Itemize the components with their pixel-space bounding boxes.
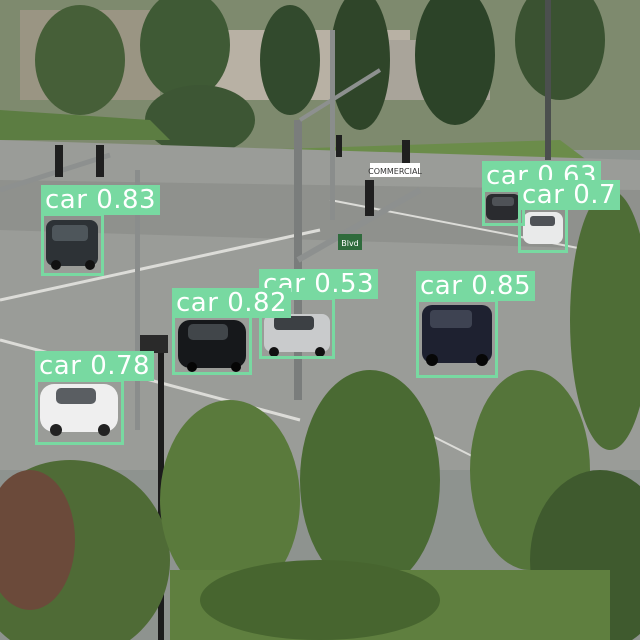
detection-box-car-5 [172, 315, 252, 375]
grass-left [0, 110, 170, 140]
tree-bg-1 [140, 0, 230, 100]
tree-bg-7 [145, 85, 255, 155]
street-sign-1 [370, 163, 420, 177]
class-name: car [45, 185, 88, 215]
confidence-score: 0.7 [573, 180, 617, 210]
tree-fg-2 [160, 400, 300, 600]
traffic-light-3 [365, 180, 374, 216]
class-name: car [176, 288, 219, 318]
street-sign-1-text: COMMERCIAL [368, 167, 422, 176]
car-2 [486, 194, 520, 220]
light-pole [330, 30, 335, 220]
tree-bg-5 [515, 0, 605, 100]
car-5 [178, 320, 246, 372]
tree-bg-2 [260, 5, 320, 115]
confidence-score: 0.78 [90, 351, 151, 381]
street-sign-2 [338, 234, 362, 250]
confidence-score: 0.53 [314, 269, 375, 299]
car-7 [40, 384, 118, 436]
confidence-score: 0.83 [96, 185, 157, 215]
traffic-light-2 [96, 145, 104, 177]
signal-arm [296, 187, 422, 263]
light-pole-left [135, 170, 140, 430]
confidence-score: 0.85 [471, 271, 532, 301]
lane-line-1 [0, 228, 321, 302]
tree-bg-3 [330, 0, 390, 130]
traffic-light-5 [336, 135, 342, 157]
car-3 [523, 212, 563, 244]
detection-box-car-1 [41, 213, 104, 276]
traffic-light-4 [402, 140, 410, 168]
car-1 [46, 220, 98, 270]
utility-pole [545, 0, 551, 160]
foreground-pole-cap [140, 335, 168, 353]
detection-label-car-3: car 0.7 [518, 180, 621, 210]
tree-bg-6 [35, 5, 125, 115]
detection-label-car-7: car 0.78 [35, 351, 155, 381]
detection-label-car-1: car 0.83 [41, 185, 161, 215]
class-name: car [420, 271, 463, 301]
detection-label-car-6: car 0.85 [416, 271, 536, 301]
traffic-light-1 [55, 145, 63, 177]
class-name: car [39, 351, 82, 381]
foreground-shrubs [200, 560, 440, 640]
confidence-score: 0.82 [227, 288, 288, 318]
light-arm [298, 68, 382, 122]
detection-box-car-3 [518, 207, 568, 253]
detection-box-car-7 [35, 379, 124, 445]
detection-box-car-6 [416, 299, 498, 378]
street-sign-2-text: Blvd [341, 239, 359, 248]
car-4 [264, 314, 330, 357]
class-name: car [522, 180, 565, 210]
tree-fg-3 [300, 370, 440, 590]
tree-bg-4 [415, 0, 495, 125]
detection-label-car-5: car 0.82 [172, 288, 292, 318]
tree-right [570, 190, 640, 450]
tree-fg-red [0, 470, 75, 610]
car-6 [422, 305, 492, 366]
